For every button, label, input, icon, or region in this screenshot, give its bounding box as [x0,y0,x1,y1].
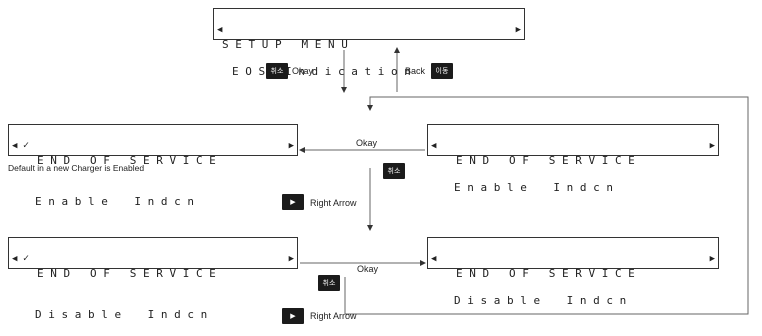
ok-key-icon: 취소 [383,163,405,179]
eos-heading: E N D O F S E R V I C E [456,154,635,167]
setup-menu-option: E O S I n d i c a t i o n [232,65,411,78]
setup-menu-title: S E T U P M E N U [222,38,348,51]
right-key-icon [282,194,304,210]
ok-key-icon: 취소 [318,275,340,291]
eos-enable-checked-screen: E N D O F S E R V I C E ◀ ✓ E n a b l e … [8,124,298,208]
check-icon: ✓ [23,253,30,264]
right-key-icon [282,308,304,324]
okay-label-top: Okay [292,66,314,76]
right-arrow-icon: ▶ [288,254,294,264]
eos-heading: E N D O F S E R V I C E [456,267,635,280]
left-arrow-icon: ◀ [12,254,18,264]
back-key-icon: 이동 [431,63,453,79]
eos-enable-screen: E N D O F S E R V I C E ◀ E n a b l e I … [427,124,719,194]
eos-disable-screen: E N D O F S E R V I C E ◀ D i s a b l e … [427,237,719,307]
eos-disable-text: D i s a b l e I n d c n [35,308,208,321]
okay-label-bottom: Okay [357,264,379,274]
left-arrow-icon: ◀ [431,141,437,151]
okay-label-mid: Okay [356,138,378,148]
eos-enable-text: E n a b l e I n d c n [35,195,194,208]
setup-menu-screen: S E T U P M E N U ◀ E O S I n d i c a t … [213,8,525,78]
right-arrow-icon: ▶ [515,25,521,35]
left-arrow-icon: ◀ [431,254,437,264]
right-arrow-icon: ▶ [709,141,715,151]
back-label: Back [405,66,426,76]
ok-key-icon: 취소 [266,63,288,79]
left-arrow-icon: ◀ [217,25,223,35]
right-arrow-label-bottom: Right Arrow [310,311,357,321]
loop-line [345,96,749,315]
check-icon: ✓ [23,140,30,151]
eos-enable-text: E n a b l e I n d c n [454,181,613,194]
left-arrow-icon: ◀ [12,141,18,151]
right-arrow-icon: ▶ [288,141,294,151]
default-note: Default in a new Charger is Enabled [8,163,145,173]
eos-disable-text: D i s a b l e I n d c n [454,294,627,307]
right-arrow-icon: ▶ [709,254,715,264]
right-arrow-label: Right Arrow [310,198,357,208]
eos-heading: E N D O F S E R V I C E [37,267,216,280]
eos-disable-checked-screen: E N D O F S E R V I C E ◀ ✓ D i s a b l … [8,237,298,321]
eos-heading: E N D O F S E R V I C E [37,154,216,167]
